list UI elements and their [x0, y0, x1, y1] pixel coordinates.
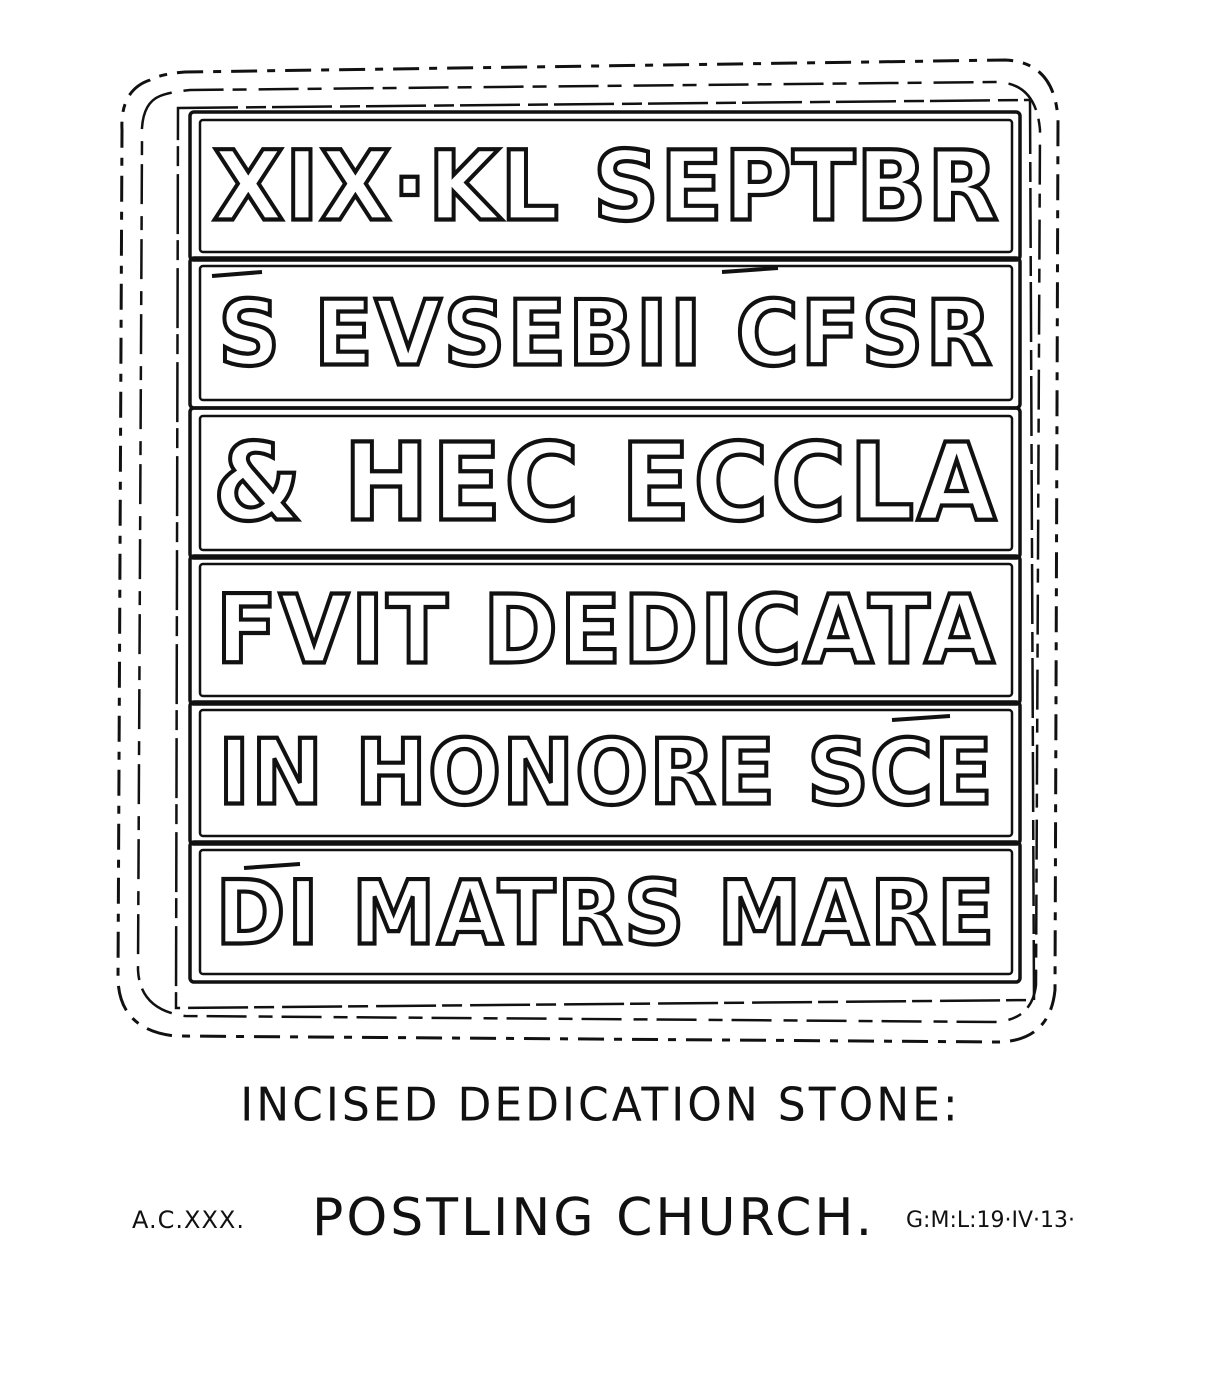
caption-reference: A.C.XXX. — [132, 1206, 245, 1234]
inscription-line-1: XIX·KL SEPTBR — [200, 118, 1012, 256]
abbreviation-marks — [211, 266, 951, 870]
caption-place: POSTLING CHURCH. — [312, 1188, 876, 1248]
inscription-line-1-text: XIX·KL SEPTBR — [211, 130, 1000, 243]
inscription-line-5-text: IN HONORE SCE — [216, 720, 995, 826]
inscription-line-2: S EVSEBII CFSR — [200, 264, 1012, 404]
inscription-line-2-text: S EVSEBII CFSR — [216, 281, 994, 387]
inscription-frame — [174, 98, 1036, 1010]
inscription-line-4: FVIT DEDICATA — [200, 562, 1012, 700]
caption-signature: G:M:L:19·IV·13· — [906, 1208, 1076, 1233]
dedication-stone-drawing: XIX·KL SEPTBR S EVSEBII CFSR & HEC ECCLA… — [116, 58, 1060, 1044]
panel-borders — [188, 110, 1022, 984]
stone-outline-drawing — [116, 58, 1060, 1044]
inscription-line-4-text: FVIT DEDICATA — [214, 575, 997, 686]
caption-title: INCISED DEDICATION STONE: — [0, 1078, 1217, 1133]
inscription-line-3: & HEC ECCLA — [200, 414, 1012, 554]
inscription-line-6-text: DI MATRS MARE — [214, 861, 997, 965]
inscription-line-5: IN HONORE SCE — [200, 707, 1012, 839]
inscription-line-3-text: & HEC ECCLA — [211, 421, 1000, 546]
caption-title-text: INCISED DEDICATION STONE: — [240, 1078, 961, 1133]
stone-second-edge — [136, 80, 1042, 1024]
stone-outer-edge — [116, 58, 1060, 1044]
inscription-line-6: DI MATRS MARE — [200, 848, 1012, 978]
